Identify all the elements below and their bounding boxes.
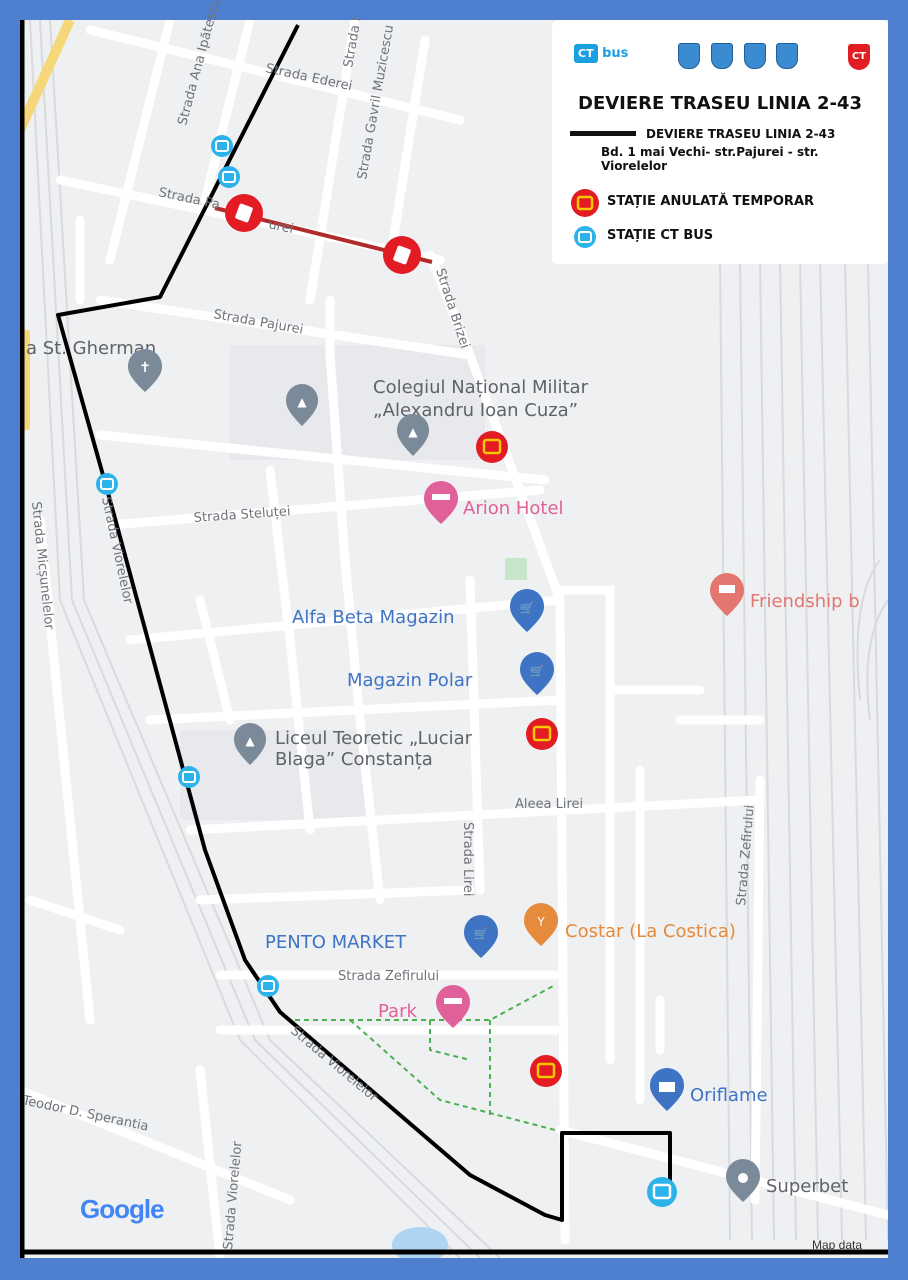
railway-left: [29, 20, 501, 1258]
ctbus-stops: [96, 135, 677, 1207]
park-hotel-pin-icon[interactable]: [436, 985, 470, 1028]
place-alfa: Alfa Beta Magazin: [292, 607, 455, 628]
svg-text:▲: ▲: [245, 734, 255, 748]
main-road: [20, 20, 75, 133]
cancelled-bus-stop-icon-2[interactable]: [526, 718, 558, 750]
svg-text:✝: ✝: [139, 360, 151, 376]
route-label: DEVIERE TRASEU LINIA 2-43: [646, 127, 836, 141]
place-superbet: Superbet: [766, 1176, 848, 1197]
map-data-attribution[interactable]: Map data: [812, 1238, 863, 1252]
shopping-cart-pin-icon-2[interactable]: 🛒: [520, 652, 554, 695]
closed-road-markers: [225, 194, 421, 274]
shield-logo-icon-2: [711, 43, 733, 69]
place-friendship: Friendship b: [750, 591, 860, 612]
cancelled-stops: [476, 431, 562, 1087]
cancelled-stop-legend-icon: [571, 189, 599, 217]
school-pin-icon[interactable]: ▲: [286, 384, 318, 426]
place-park: Park: [378, 1001, 417, 1022]
route-line-swatch: [570, 131, 636, 136]
place-liceul-2: Blaga” Constanța: [275, 749, 433, 770]
restaurant-pin-icon[interactable]: [710, 573, 744, 616]
svg-text:🛒: 🛒: [530, 664, 545, 678]
railway-tracks: [719, 259, 888, 1241]
svg-text:▲: ▲: [408, 425, 418, 439]
no-entry-icon: [225, 194, 263, 232]
park-paths: [295, 984, 556, 1131]
ctbus-stop-legend-label: STAȚIE CT BUS: [607, 228, 714, 243]
place-arion: Arion Hotel: [463, 498, 564, 519]
ctbus-stop-icon-4[interactable]: [178, 766, 200, 788]
place-colegiul-2: „Alexandru Ioan Cuza”: [373, 400, 578, 421]
route-description: Bd. 1 mai Vechi- str.Pajurei - str. Vior…: [601, 145, 819, 173]
svg-text:🛒: 🛒: [474, 927, 489, 941]
shield-logo-icon-4: [776, 43, 798, 69]
ctbus-stop-icon-3[interactable]: [96, 473, 118, 495]
ct-badge: CT: [574, 44, 598, 63]
place-costar: Costar (La Costica): [565, 921, 736, 942]
school-pin-icon-3[interactable]: ▲: [234, 723, 266, 765]
legend-title: DEVIERE TRASEU LINIA 2-43: [578, 93, 862, 114]
school-pin-icon-2[interactable]: ▲: [397, 414, 429, 456]
google-logo: Google: [80, 1194, 165, 1225]
place-labels: a St. Gherman Colegiul Național Militar …: [26, 338, 860, 1197]
ctbus-stop-icon-6[interactable]: [647, 1177, 677, 1207]
svg-text:🛒: 🛒: [520, 601, 535, 615]
cancelled-bus-stop-icon-3[interactable]: [530, 1055, 562, 1087]
legend-panel: CT bus CT DEVIERE TRASEU LINIA 2-43 DEVI…: [552, 20, 888, 264]
ctbus-stop-icon-5[interactable]: [257, 975, 279, 997]
college-area: [230, 345, 485, 460]
church-pin-icon: ✝: [128, 349, 162, 392]
detour-route-line: [56, 24, 672, 1222]
ctbus-stop-icon[interactable]: [211, 135, 233, 157]
water: [392, 1227, 448, 1258]
svg-text:Y: Y: [536, 915, 545, 929]
place-oriflame: Oriflame: [690, 1085, 768, 1106]
label-aleea-lirei: Aleea Lirei: [515, 797, 583, 812]
label-lirei: Strada Lirei: [460, 822, 475, 897]
place-polar: Magazin Polar: [347, 670, 473, 691]
ctbus-stop-icon-2[interactable]: [218, 166, 240, 188]
cancelled-bus-stop-icon[interactable]: [476, 431, 508, 463]
shield-logo-icon: [678, 43, 700, 69]
no-entry-icon-2: [383, 236, 421, 274]
google-text: Google: [80, 1194, 165, 1224]
store-pin-icon[interactable]: [650, 1068, 684, 1111]
ct-bus-text: bus: [602, 46, 629, 61]
school-area: [180, 730, 370, 820]
ct-bus-logo: CT bus: [574, 44, 628, 63]
superbet-pin-icon[interactable]: [726, 1159, 760, 1202]
bar-pin-icon[interactable]: Y: [524, 903, 558, 946]
shopping-cart-pin-icon[interactable]: 🛒: [510, 589, 544, 632]
place-pento: PENTO MARKET: [265, 932, 407, 953]
ctbus-stop-legend-icon: [574, 226, 596, 248]
svg-text:▲: ▲: [297, 395, 307, 409]
place-pins: ✝ ▲ ▲ 🛒 🛒 ▲ 🛒 Y: [128, 349, 760, 1202]
place-liceul-1: Liceul Teoretic „Luciar: [275, 728, 473, 749]
cancelled-stop-legend-label: STAȚIE ANULATĂ TEMPORAR: [607, 194, 815, 209]
label-stelutei: Strada Steluței: [193, 504, 291, 526]
label-pajurei-top2: urei: [267, 217, 294, 237]
ct-red-logo: CT: [848, 44, 870, 70]
place-colegiul-1: Colegiul Național Militar: [373, 377, 589, 398]
shield-logo-icon-3: [744, 43, 766, 69]
place-gherman: a St. Gherman: [26, 338, 156, 359]
hotel-pin-icon[interactable]: [424, 481, 458, 524]
label-zefirului: Strada Zefirului: [338, 969, 439, 984]
green-patch: [505, 558, 527, 580]
shopping-cart-pin-icon-3[interactable]: 🛒: [464, 915, 498, 958]
